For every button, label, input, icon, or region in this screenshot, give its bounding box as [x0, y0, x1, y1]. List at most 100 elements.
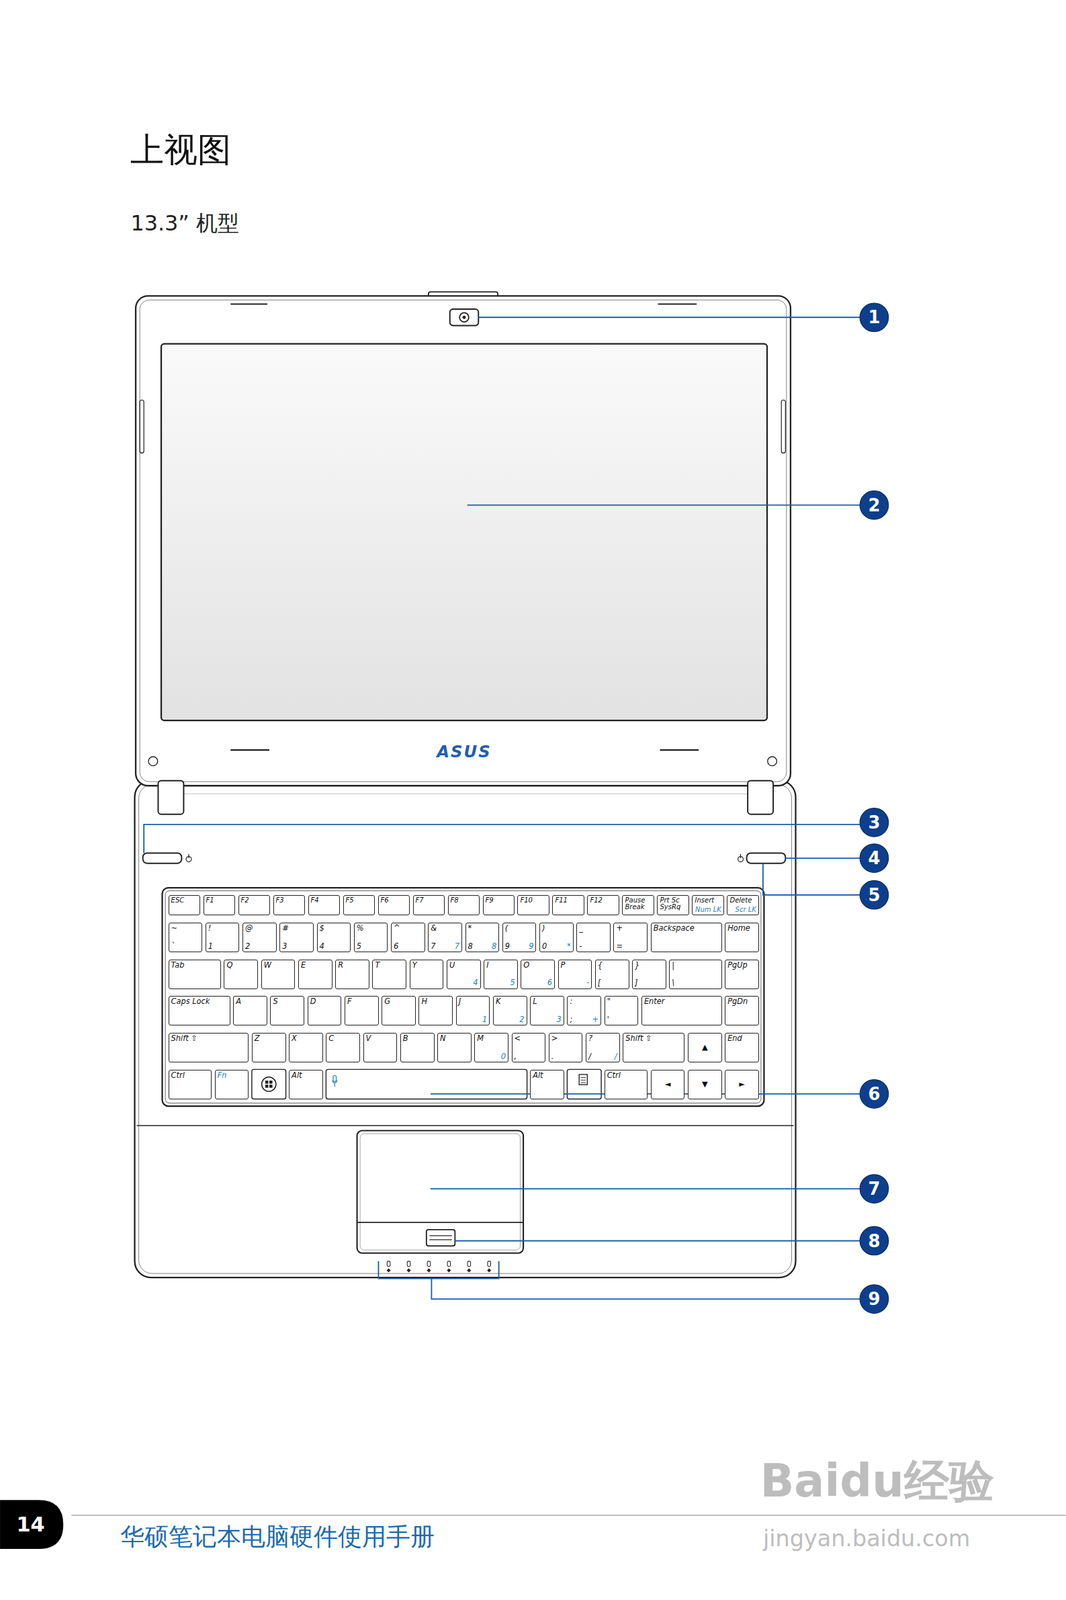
keyboard-key: {[ — [595, 959, 630, 989]
keyboard-key — [265, 1084, 269, 1088]
key-sublabel: ] — [634, 978, 638, 987]
keyboard-key: F7 — [413, 894, 445, 915]
key-sublabel: * — [566, 942, 571, 950]
key-label: O — [523, 961, 530, 969]
key-label: F4 — [311, 896, 320, 904]
power-button — [740, 853, 741, 858]
callout-number: 5 — [868, 885, 881, 905]
keyboard-key: ESC — [168, 894, 201, 915]
leader-line — [467, 504, 861, 506]
key-sublabel: \ — [671, 978, 675, 987]
indicator-light — [426, 1260, 431, 1273]
keyboard-key: F4 — [308, 894, 340, 915]
keyboard-key: F9 — [482, 894, 515, 915]
brand-logo: ASUS — [436, 742, 492, 762]
keyboard-key: Y — [409, 959, 444, 989]
callout-number: 4 — [868, 848, 881, 868]
keyboard-key — [580, 1082, 586, 1083]
key-label: F9 — [485, 896, 494, 904]
leader-line — [378, 1260, 499, 1279]
indicator-light — [407, 1260, 412, 1273]
key-label: R — [337, 961, 344, 969]
callout-number: 1 — [868, 307, 881, 327]
fingerprint-reader — [426, 1229, 456, 1246]
model-caption: 13.3” 机型 — [130, 211, 240, 236]
webcam — [450, 308, 479, 326]
key-label: X — [291, 1034, 297, 1042]
keyboard-key: J1 — [456, 995, 491, 1026]
key-label: I — [486, 961, 489, 969]
key-label: ? — [588, 1034, 593, 1042]
key-label: ◄ — [664, 1080, 672, 1088]
leader-line — [430, 1187, 860, 1189]
key-sublabel: , — [514, 1052, 518, 1060]
key-label: Ctrl — [607, 1071, 621, 1079]
key-label: $ — [319, 924, 325, 932]
status-indicators — [386, 1260, 492, 1273]
callout-circle — [859, 1284, 889, 1314]
touchpad — [357, 1129, 524, 1253]
keyboard-key: ^6 — [390, 922, 426, 952]
keyboard-key — [265, 1080, 269, 1084]
indicator-light — [407, 1260, 411, 1267]
lid — [135, 295, 791, 786]
key-sublabel: Scr LK — [735, 906, 757, 913]
webcam — [450, 308, 479, 326]
touchpad — [357, 1221, 524, 1223]
keyboard-key — [261, 1076, 277, 1091]
keyboard-key: A — [233, 995, 268, 1026]
keyboard-key: Enter — [641, 995, 723, 1026]
key-label: J — [458, 997, 461, 1005]
keyboard-key: !1 — [205, 922, 240, 952]
key-label: # — [282, 924, 289, 932]
page-number: 14 — [16, 1512, 45, 1535]
hinge — [747, 780, 774, 815]
key-sublabel: 5 — [356, 942, 362, 950]
keyboard-key: Ctrl — [604, 1069, 648, 1099]
lid — [781, 399, 786, 453]
keyboard-key: C — [325, 1032, 361, 1062]
watermark: Baidu经验 — [759, 1456, 994, 1506]
key-label: F10 — [519, 896, 533, 904]
keyboard-key: Alt — [288, 1069, 324, 1099]
callout-number: 3 — [868, 812, 881, 832]
leader-line — [478, 316, 860, 318]
key-label: : — [569, 997, 573, 1005]
key-label: Caps Lock — [171, 997, 211, 1005]
key-sublabel: = — [615, 942, 623, 950]
webcam — [462, 315, 467, 320]
touchpad — [360, 1133, 520, 1250]
keyboard-key: ~` — [168, 922, 203, 952]
key-label: Alt — [291, 1071, 302, 1079]
callout-number: 7 — [868, 1178, 881, 1198]
key-sublabel: 2 — [245, 942, 250, 950]
key-label: A — [235, 997, 242, 1005]
keyboard-key: "' — [604, 995, 639, 1026]
key-sublabel: 1 — [482, 1015, 487, 1024]
keyboard-key: InsertNum LK — [691, 894, 724, 915]
keyboard-key — [333, 1074, 337, 1081]
key-sublabel: 0 — [501, 1052, 506, 1060]
keyboard-key: #3 — [279, 922, 314, 952]
keyboard-key: F10 — [517, 894, 549, 915]
keyboard-key: *88 — [465, 922, 500, 952]
indicator-light — [487, 1260, 492, 1267]
keyboard-key: Pause Break — [622, 894, 654, 915]
laptop-base — [139, 784, 792, 1273]
key-label: F8 — [450, 896, 459, 904]
key-label: F6 — [380, 896, 389, 904]
key-label: } — [634, 961, 640, 969]
keyboard-key — [580, 1076, 586, 1078]
watermark-url: jingyan.baidu.com — [763, 1526, 970, 1551]
callout-circle — [859, 1174, 889, 1204]
lid — [139, 299, 787, 782]
keyboard-keys — [251, 1068, 602, 1099]
indicator-light — [407, 1267, 412, 1272]
key-label: F5 — [345, 896, 354, 904]
key-sublabel: 6 — [547, 978, 553, 987]
key-label: T — [374, 961, 380, 969]
indicator-light — [486, 1260, 492, 1273]
key-label: Q — [226, 961, 233, 969]
keyboard-key — [269, 1084, 273, 1088]
